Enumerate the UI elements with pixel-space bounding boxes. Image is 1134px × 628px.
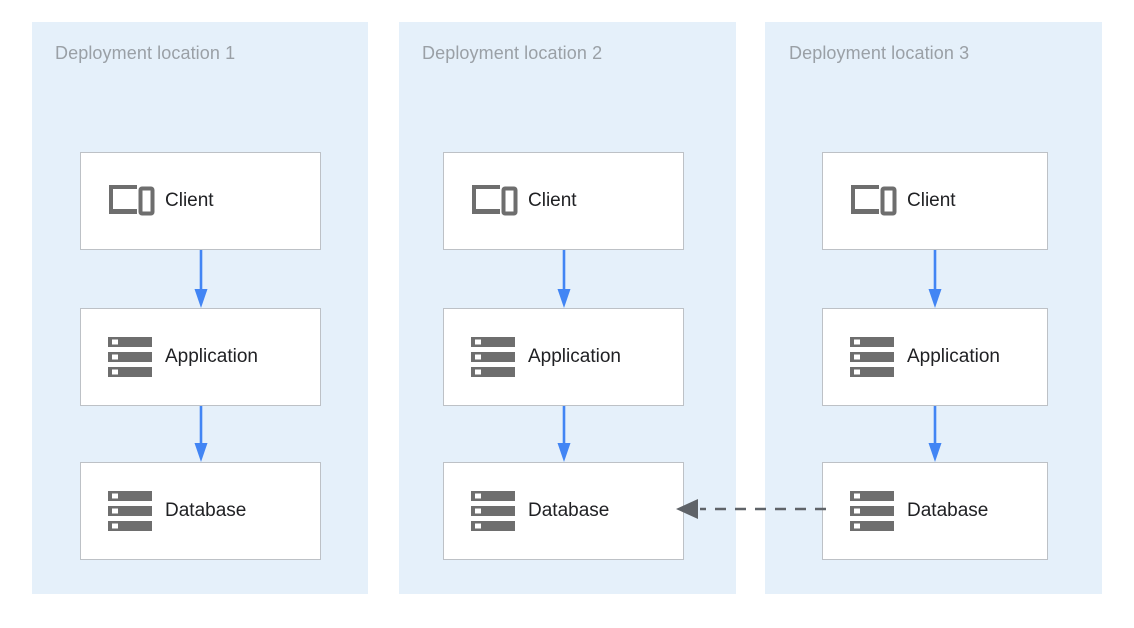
node-application-2[interactable]: Application	[443, 308, 684, 406]
zone-2-title: Deployment location 2	[422, 43, 603, 63]
devices-icon	[462, 182, 524, 220]
node-label: Application	[907, 346, 1000, 367]
connector-application-to-database-1	[194, 406, 208, 462]
server-icon	[841, 336, 903, 378]
connector-application-to-database-2	[557, 406, 571, 462]
node-database-1[interactable]: Database	[80, 462, 321, 560]
node-label: Client	[165, 190, 214, 211]
connector-client-to-application-3	[928, 250, 942, 308]
node-label: Application	[165, 346, 258, 367]
node-client-3[interactable]: Client	[822, 152, 1048, 250]
node-application-3[interactable]: Application	[822, 308, 1048, 406]
node-label: Client	[528, 190, 577, 211]
server-icon	[462, 490, 524, 532]
node-label: Application	[528, 346, 621, 367]
server-icon	[99, 336, 161, 378]
node-client-2[interactable]: Client	[443, 152, 684, 250]
connector-application-to-database-3	[928, 406, 942, 462]
connector-client-to-application-1	[194, 250, 208, 308]
connector-client-to-application-2	[557, 250, 571, 308]
connector-database-3-to-database-2	[676, 496, 826, 522]
node-client-1[interactable]: Client	[80, 152, 321, 250]
server-icon	[462, 336, 524, 378]
server-icon	[99, 490, 161, 532]
node-label: Database	[907, 500, 989, 521]
devices-icon	[99, 182, 161, 220]
server-icon	[841, 490, 903, 532]
node-application-1[interactable]: Application	[80, 308, 321, 406]
node-label: Database	[165, 500, 247, 521]
node-database-3[interactable]: Database	[822, 462, 1048, 560]
node-label: Client	[907, 190, 956, 211]
zone-3-title: Deployment location 3	[789, 43, 970, 63]
node-label: Database	[528, 500, 610, 521]
devices-icon	[841, 182, 903, 220]
zone-1-title: Deployment location 1	[55, 43, 236, 63]
node-database-2[interactable]: Database	[443, 462, 684, 560]
